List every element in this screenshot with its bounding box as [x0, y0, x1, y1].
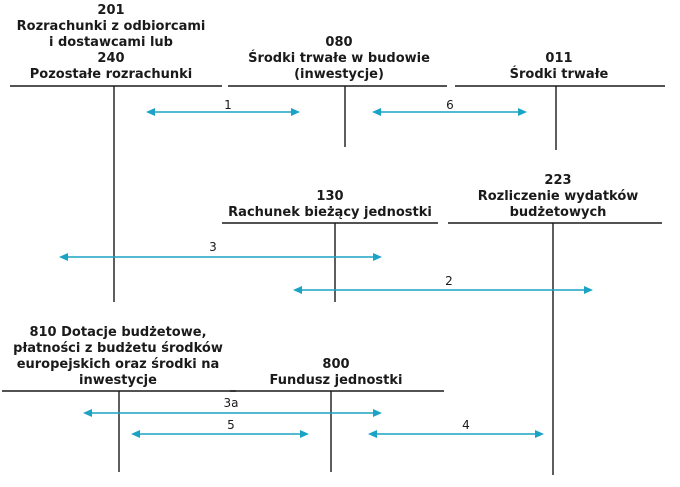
flow-6-arrow-head-right [518, 108, 527, 116]
account-810-name-cont2: europejskich oraz środki na [16, 357, 220, 372]
account-223-title: 223 Rozliczenie wydatków budżetowych [452, 173, 664, 221]
account-080-name: Środki trwałe w budowie [248, 51, 430, 66]
account-810-name-cont3: inwestycje [79, 373, 157, 388]
account-223-name: Rozliczenie wydatków [477, 189, 639, 204]
account-810-name: 810 Dotacje budżetowe, [29, 325, 207, 340]
account-130-name: Rachunek bieżący jednostki [228, 205, 432, 220]
flow-label-4: 4 [462, 418, 470, 432]
flow-label-2: 2 [445, 274, 453, 288]
account-240-name: Pozostałe rozrachunki [29, 67, 193, 82]
flow-2-arrow-head-right [584, 286, 593, 294]
account-080-title: 080 Środki trwałe w budowie (inwestycje) [226, 35, 452, 83]
flow-label-3: 3 [209, 240, 217, 254]
flow-4-arrow-head-right [535, 430, 544, 438]
account-800-title: 800 Fundusz jednostki [228, 357, 444, 389]
account-810-name-cont1: płatności z budżetu środków [13, 341, 223, 356]
account-011-name: Środki trwałe [509, 67, 609, 82]
account-810-title: 810 Dotacje budżetowe, płatności z budże… [0, 325, 236, 389]
account-201-name-cont: i dostawcami lub [49, 35, 173, 50]
flow-label-3a: 3a [223, 396, 239, 410]
account-201-240-title: 201 Rozrachunki z odbiorcami i dostawcam… [0, 3, 222, 83]
flow-3a-arrow-head-left [83, 409, 92, 417]
flow-2-arrow-head-left [293, 286, 302, 294]
flow-3a-arrow-head-right [373, 409, 382, 417]
account-011-title: 011 Środki trwałe [454, 51, 664, 83]
flow-1-arrow-head-left [146, 108, 155, 116]
account-080-name-cont: (inwestycje) [294, 67, 384, 82]
flow-3-arrow-head-right [373, 253, 382, 261]
account-800-number: 800 [322, 357, 350, 372]
flow-label-5: 5 [227, 418, 235, 432]
account-011-number: 011 [545, 51, 573, 66]
account-130-title: 130 Rachunek bieżący jednostki [222, 189, 438, 221]
account-223-number: 223 [544, 173, 572, 188]
account-800-name: Fundusz jednostki [269, 373, 403, 388]
flow-5-arrow-head-left [131, 430, 140, 438]
account-201-number: 201 [97, 3, 125, 18]
account-130-number: 130 [316, 189, 344, 204]
flow-5-arrow-head-right [300, 430, 309, 438]
flow-1-arrow-head-right [291, 108, 300, 116]
account-080-number: 080 [325, 35, 353, 50]
account-201-name: Rozrachunki z odbiorcami [16, 19, 206, 34]
flow-3-arrow-head-left [59, 253, 68, 261]
account-240-number: 240 [97, 51, 125, 66]
flow-label-1: 1 [224, 98, 232, 112]
account-223-name-cont: budżetowych [509, 205, 607, 220]
flow-label-6: 6 [446, 98, 454, 112]
flow-6-arrow-head-left [372, 108, 381, 116]
flow-4-arrow-head-left [368, 430, 377, 438]
